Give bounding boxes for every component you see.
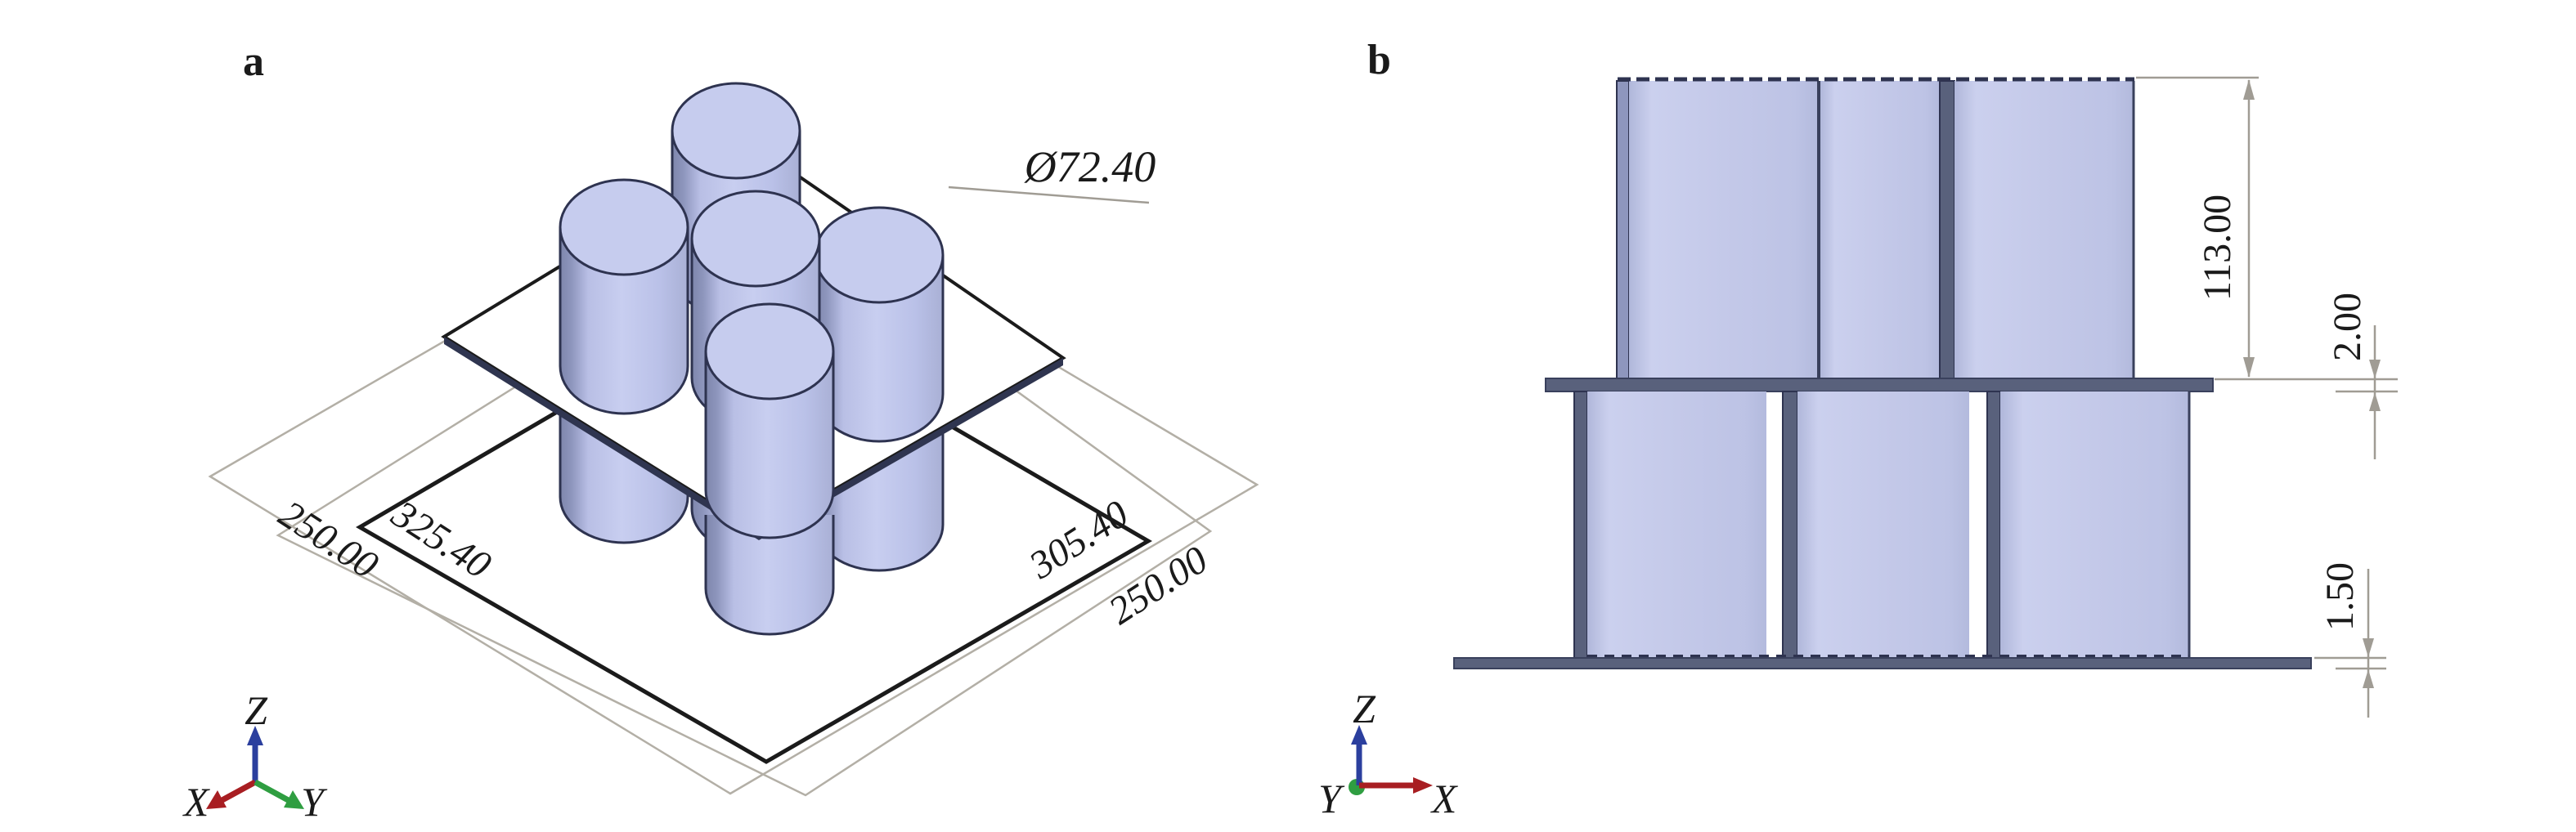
diameter-label: Ø72.40 [1024, 142, 1156, 191]
bottom-cylinder-3 [2000, 391, 2188, 658]
upper-cylinder-right [814, 206, 945, 443]
x-axis-arrow [218, 779, 257, 805]
height-dimension: 113.00 [2136, 76, 2259, 378]
bottom-cylinder-2 [1797, 391, 1969, 658]
x-axis-arrowhead [206, 790, 227, 809]
panel-b-label: b [1367, 37, 1391, 83]
height-arrow-top [2243, 79, 2255, 100]
base-plate-front [1453, 657, 2312, 669]
top-cylinder-1 [1629, 81, 1818, 378]
lower-cylinder-front [704, 515, 835, 636]
upper-cylinders [559, 82, 945, 539]
z-axis-arrowhead [1351, 725, 1367, 745]
plate-arrow-top [2369, 360, 2381, 378]
panel-a-label: a [243, 38, 264, 85]
height-arrow-bottom [2243, 357, 2255, 378]
top-cylinder-2 [1820, 81, 1940, 378]
panel-a: a [182, 38, 1259, 825]
dim-cylinder-height: 113.00 [2196, 195, 2239, 301]
bottom-cylinder-edge-strip-2 [1782, 391, 1798, 659]
top-cylinder-edge-strip-1 [1616, 80, 1630, 379]
diameter-leader-line [948, 186, 1150, 204]
upper-cylinder-front [704, 302, 835, 539]
base-plate-dimension: 1.50 [2314, 562, 2386, 718]
diameter-dimension: Ø72.40 [948, 142, 1156, 204]
x-axis-arrowhead [1413, 777, 1433, 794]
y-axis-label: Y [1318, 776, 1345, 821]
plate-arrow-bottom [2369, 392, 2381, 411]
top-cylinder-edge-strip-2 [1939, 80, 1955, 379]
axis-triad-b: Z Y X [1318, 686, 1459, 821]
y-axis-label: Y [301, 779, 328, 825]
z-axis-arrowhead [247, 726, 263, 745]
axis-triad-a: Z X Y [182, 687, 328, 825]
mid-plate-front [1545, 378, 2214, 392]
y-axis-arrow [254, 779, 293, 805]
dim-base-depth: 305.40 [1021, 492, 1136, 588]
dim-plate-thickness: 2.00 [2326, 293, 2369, 361]
top-cylinder-3 [1954, 81, 2133, 378]
mid-plate-dimension: 2.00 [2215, 293, 2398, 459]
upper-cylinder-left [559, 178, 689, 415]
base-arrow-bottom [2363, 669, 2374, 688]
y-axis-arrowhead [284, 790, 304, 809]
x-axis-label: X [182, 779, 211, 825]
z-axis-label: Z [245, 687, 268, 733]
bottom-cylinder-1 [1587, 391, 1766, 658]
dim-base-thickness: 1.50 [2318, 562, 2362, 631]
dim-right-outer: 250.00 [1101, 538, 1215, 633]
panel-b: b [1318, 37, 2398, 821]
z-axis-label: Z [1353, 686, 1376, 731]
bottom-cylinder-edge-strip-1 [1573, 391, 1588, 659]
top-cylinder-row [1616, 77, 2135, 379]
bottom-cylinder-edge-strip-3 [1986, 391, 2001, 659]
base-arrow-top [2363, 638, 2374, 657]
x-axis-label: X [1430, 776, 1459, 821]
bottom-cylinder-row [1573, 391, 2191, 659]
